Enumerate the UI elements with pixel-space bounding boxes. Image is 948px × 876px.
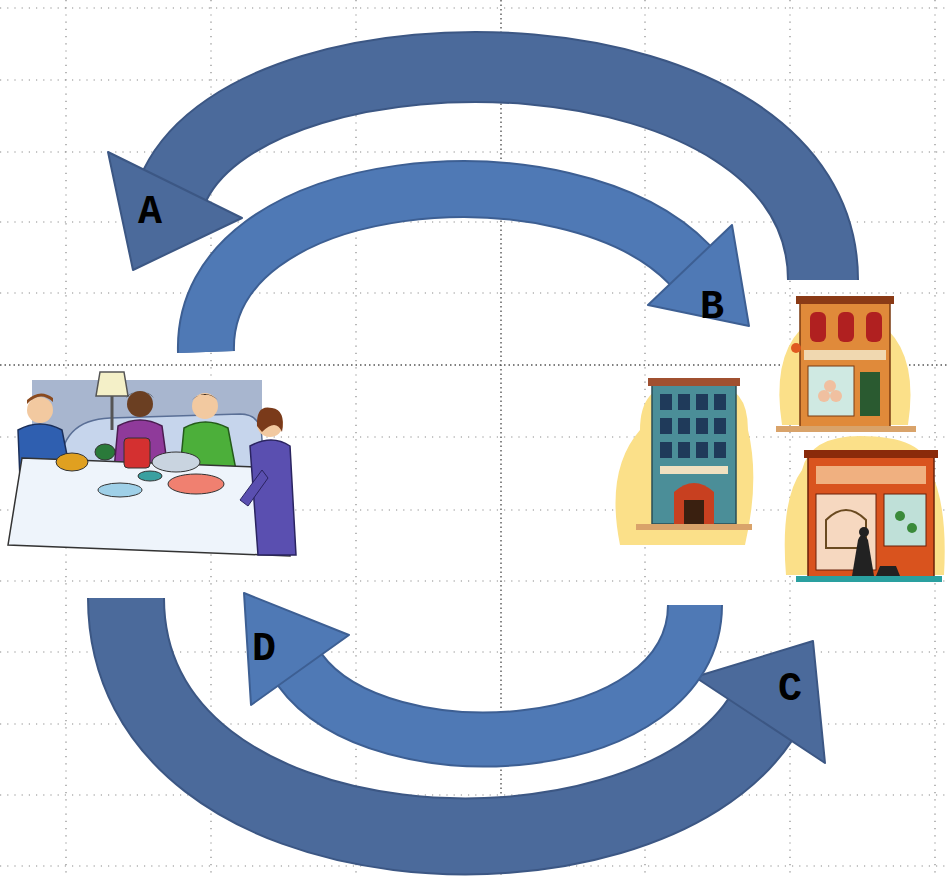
household-illustration-part [127,391,153,417]
market-illustration-part-part [866,312,882,342]
household-illustration-part [257,407,283,432]
flow-arrow-d [244,593,695,739]
hotel-illustration-part-part [678,418,690,434]
household-illustration-part [192,394,218,400]
dotted-grid-part [0,794,948,795]
dotted-grid-part [0,292,948,293]
dotted-grid-part [355,0,356,876]
pet-shop-illustration-part [796,576,942,582]
household-illustration-part [126,391,154,398]
market-illustration [776,296,916,432]
market-illustration-part [776,426,916,432]
hotel-illustration-part [660,466,728,474]
flow-arrow-d-part [300,605,695,739]
pet-shop-illustration-part [884,494,926,546]
household-illustration-part [56,453,88,471]
market-illustration-part [804,350,886,360]
hotel-illustration-part [652,382,736,524]
market-illustration-part [791,343,801,353]
household-illustration-part [111,395,114,430]
flow-arrow-c-part [126,598,760,836]
market-illustration-part [796,296,894,304]
household-illustration-part [138,471,162,481]
hotel-illustration-part [636,524,752,530]
market-illustration-part [808,366,854,416]
market-illustration-part [860,372,880,416]
flow-arrow-c-part [695,641,825,763]
flow-letter: A [138,193,162,233]
flow-arrow-b [206,189,749,352]
market-illustration-part [824,380,836,392]
pet-shop-illustration-part [808,455,934,577]
hotel-illustration-part-part [678,394,690,410]
dotted-grid-part [934,0,935,876]
hotel-illustration [616,378,754,545]
hotel-illustration-part-part [714,418,726,434]
household-illustration-part [8,458,290,556]
household-illustration-part [32,380,262,470]
flow-arrow-c [126,598,825,836]
hotel-illustration-part-part [678,442,690,458]
flow-letter: D [252,630,276,670]
hotel-illustration-part-part [696,418,708,434]
hotel-illustration-part-part [660,394,672,410]
market-illustration-part [818,390,830,402]
hotel-illustration-part-part [696,394,708,410]
hotel-illustration-part-part [714,394,726,410]
household-illustration-part [95,444,115,460]
pet-shop-illustration-part [816,466,926,484]
flow-arrow-b-part [206,189,690,352]
pet-shop-illustration-part [804,450,938,458]
flow-arrow-b-part [206,189,690,352]
flow-arrow-c-part [126,598,760,836]
market-illustration-part [800,300,890,428]
hotel-illustration-part [648,378,740,386]
flow-letter: B [700,288,724,328]
pet-shop-illustration-part [907,523,917,533]
pet-shop-illustration-part [852,535,874,576]
pet-shop-illustration [785,436,945,582]
flow-arrow-d-part [244,593,349,705]
hotel-illustration-part-part [714,442,726,458]
household-illustration-part [27,397,53,423]
household-illustration-part [250,440,296,555]
hotel-illustration-part [684,500,704,524]
household-illustration-part [240,470,268,506]
household-illustration-part [192,393,218,419]
flow-arrow-b-part [648,225,749,326]
household-illustration [8,372,296,556]
market-illustration-part-part [810,312,826,342]
household-illustration-part [152,452,200,472]
hotel-illustration-part-part [660,442,672,458]
hotel-illustration-part [674,483,714,524]
market-illustration-part [810,312,882,342]
flow-arrow-d-part [300,605,695,739]
household-illustration-part [98,483,142,497]
household-illustration-part [27,393,53,404]
hotel-illustration-part-part [696,442,708,458]
hotel-illustration-part-part [660,418,672,434]
hotel-illustration-part [660,394,726,458]
market-illustration-part [830,390,842,402]
pet-shop-illustration-part [859,527,869,537]
pet-shop-illustration-part [876,566,900,576]
household-illustration-part [96,372,128,396]
household-illustration-part [168,474,224,494]
flow-letter: C [778,670,802,710]
dotted-grid-part [0,7,948,8]
pet-shop-illustration-part [895,511,905,521]
household-illustration-part [124,438,150,468]
market-illustration-part-part [838,312,854,342]
